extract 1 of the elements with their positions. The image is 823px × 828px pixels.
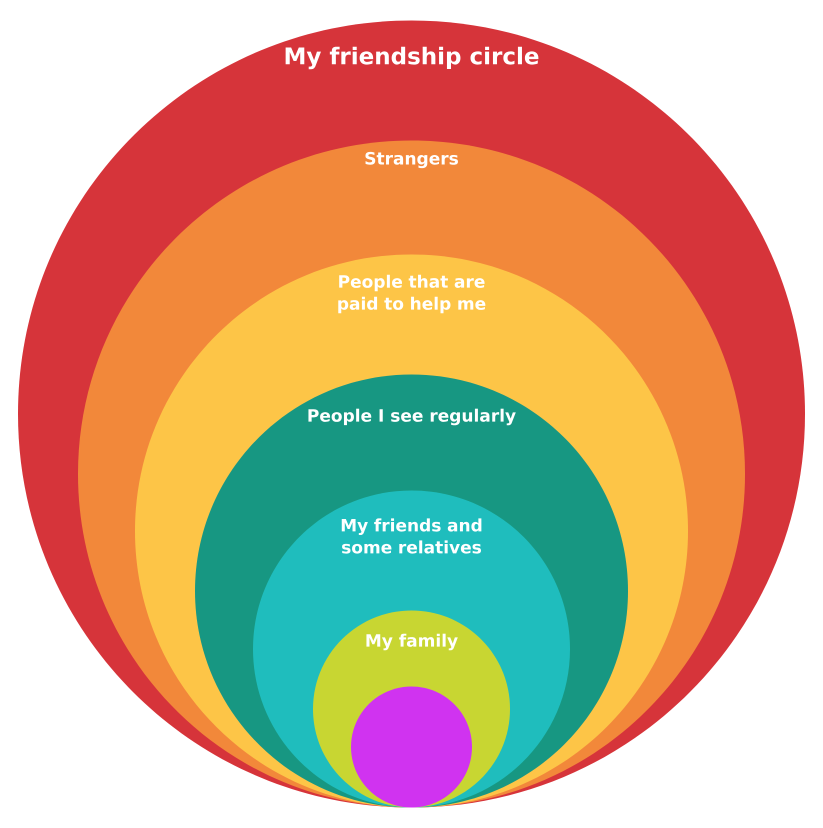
circle (351, 686, 472, 808)
